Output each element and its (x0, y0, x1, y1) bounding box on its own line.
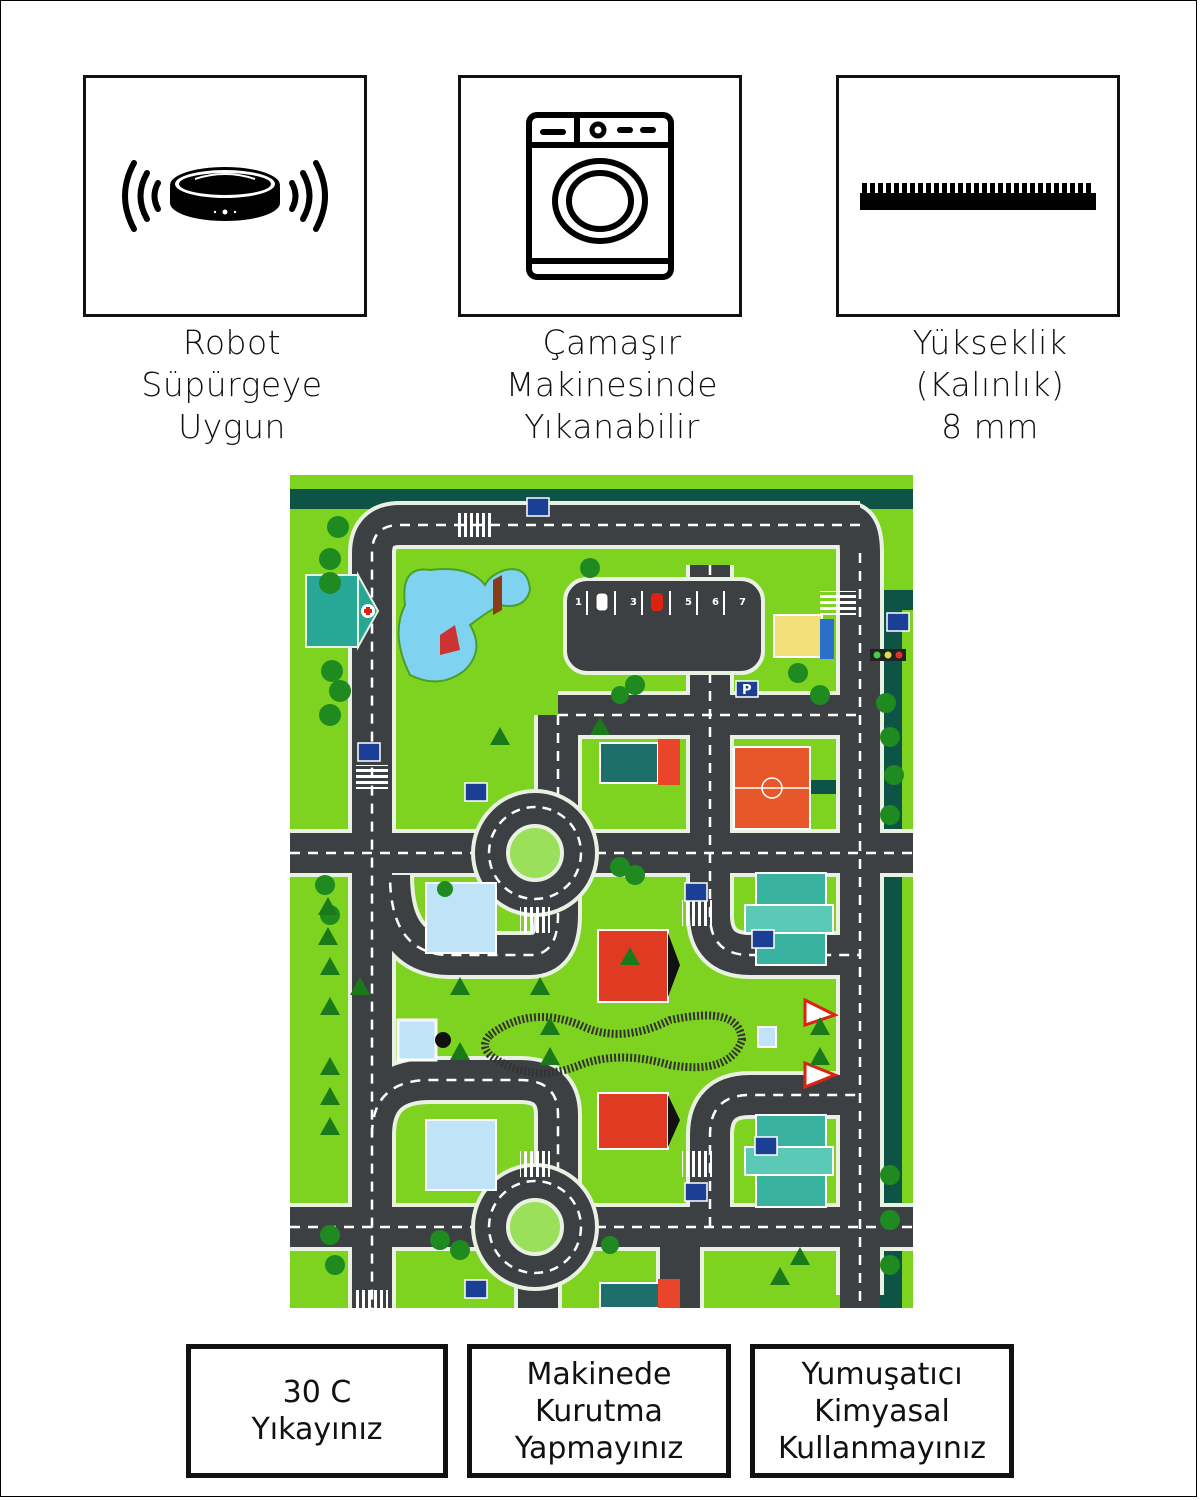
parking-spot-number: 7 (739, 597, 746, 608)
feature-line: Makinesinde (505, 365, 719, 404)
pile-height-icon (860, 183, 1096, 210)
feature-line: Uygun (178, 407, 286, 446)
parking-spot-number: 5 (685, 597, 692, 608)
care-line: 30 C (282, 1375, 352, 1410)
care-box-wash-temperature: 30 C Yıkayınız (186, 1344, 448, 1478)
care-line: Yıkayınız (251, 1412, 383, 1447)
robot-vacuum-box (83, 75, 367, 317)
parking-sign: P (742, 683, 752, 698)
care-line: Kimyasal (814, 1393, 950, 1429)
washing-machine-box (458, 75, 742, 317)
care-line: Yapmayınız (514, 1430, 684, 1466)
care-box-no-softener: Yumuşatıcı Kimyasal Kullanmayınız (750, 1344, 1014, 1478)
care-line: Yumuşatıcı (801, 1356, 963, 1392)
feature-line: (Kalınlık) (915, 365, 1065, 404)
feature-line: Çamaşır (542, 323, 682, 362)
feature-line: Yıkanabilir (524, 407, 700, 446)
parking-spot-number: 3 (630, 597, 637, 608)
feature-line: 8 mm (941, 407, 1039, 446)
feature-line: Yükseklik (912, 323, 1068, 362)
feature-label-height: Yükseklik (Kalınlık) 8 mm (830, 322, 1150, 448)
care-line: Kurutma (535, 1393, 663, 1429)
feature-line: Robot (182, 323, 282, 362)
care-line: Makinede (526, 1356, 672, 1392)
playmat-map-image: 1 3 5 6 7 (290, 475, 913, 1308)
washing-machine-icon (526, 112, 674, 280)
feature-label-washing: Çamaşır Makinesinde Yıkanabilir (452, 322, 772, 448)
care-line: Kullanmayınız (777, 1430, 987, 1466)
care-box-no-tumble-dry: Makinede Kurutma Yapmayınız (467, 1344, 731, 1478)
city-map-illustration: 1 3 5 6 7 (290, 475, 913, 1308)
parking-spot-number: 6 (712, 597, 719, 608)
robot-vacuum-icon (122, 160, 328, 232)
parking-spot-number: 1 (575, 597, 582, 608)
roundabout (471, 789, 599, 1291)
feature-line: Süpürgeye (141, 365, 323, 404)
feature-label-robot: Robot Süpürgeye Uygun (72, 322, 392, 448)
pile-height-box (836, 75, 1120, 317)
